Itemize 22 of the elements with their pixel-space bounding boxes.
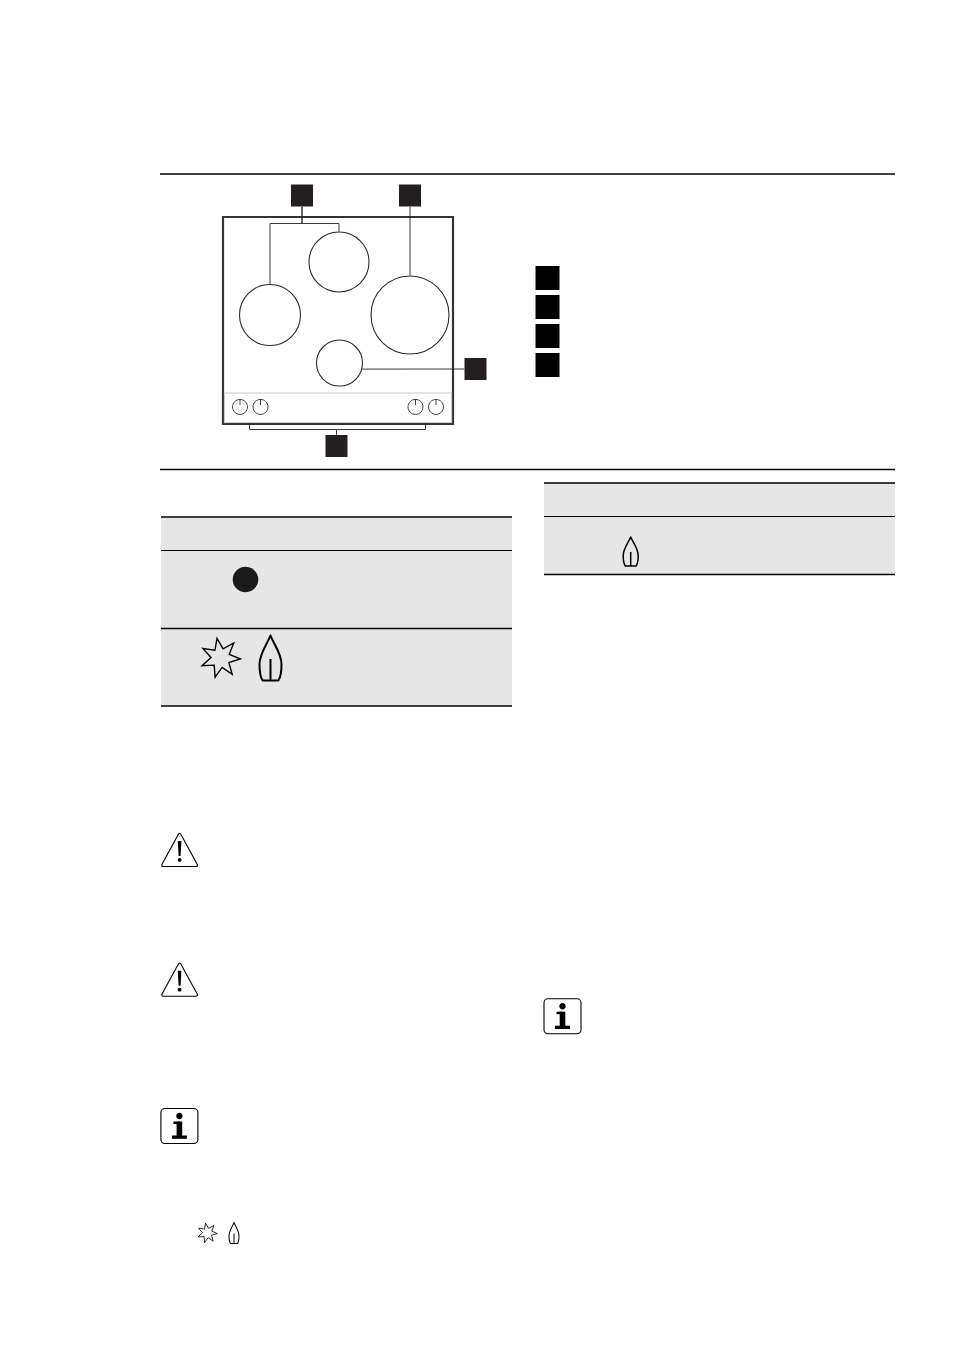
- leader-line: [249, 422, 426, 436]
- control-knob: [252, 398, 269, 415]
- hob-outline: [221, 215, 455, 426]
- key-marker: [535, 266, 560, 290]
- cooking-zone: [308, 231, 370, 293]
- leader-line: [409, 206, 411, 276]
- callout-marker: [291, 184, 313, 207]
- callout-marker: [399, 184, 421, 207]
- callout-marker: [325, 435, 348, 457]
- leader-line: [301, 206, 340, 232]
- cooking-zone: [370, 275, 450, 355]
- callout-marker: [464, 358, 487, 380]
- control-knob: [232, 398, 248, 415]
- key-marker: [535, 324, 560, 348]
- key-marker: [535, 295, 560, 319]
- key-marker: [535, 353, 560, 377]
- control-knob: [428, 398, 444, 415]
- control-panel: [223, 392, 453, 423]
- cooking-zone: [238, 283, 302, 347]
- leader-line: [361, 368, 465, 370]
- cooking-zone: [315, 339, 364, 387]
- control-knob: [407, 398, 424, 415]
